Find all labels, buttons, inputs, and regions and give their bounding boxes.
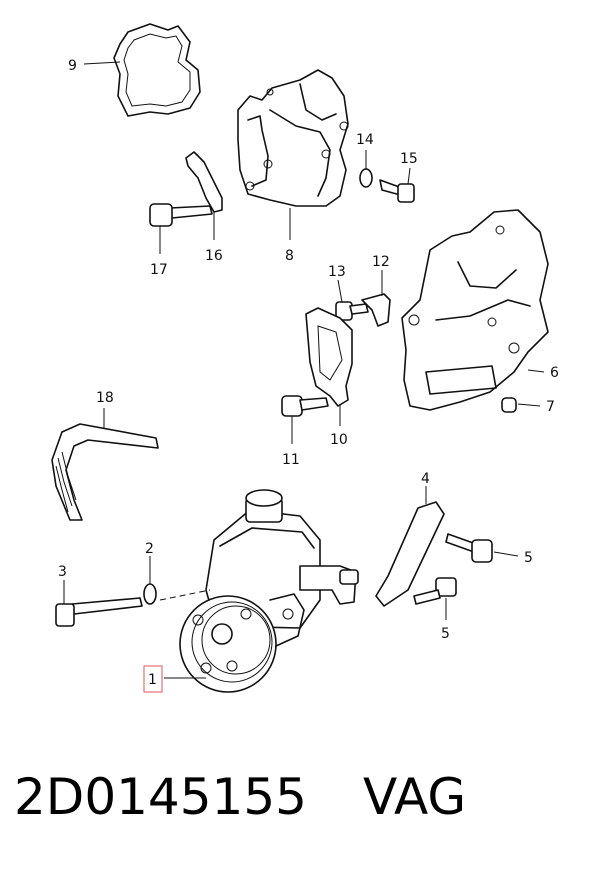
bolt-part-5a	[445, 533, 493, 563]
bolt-part-13	[335, 301, 369, 321]
callout-5b: 5	[441, 626, 450, 642]
callout-2: 2	[145, 541, 154, 557]
bracket-part-6	[401, 209, 549, 411]
belt-part-18	[51, 423, 159, 521]
sleeve-part-7	[501, 397, 517, 413]
bolt-part-15	[379, 179, 415, 203]
callout-5a: 5	[524, 550, 533, 566]
leader-lines	[63, 61, 545, 679]
callouts: 1 2 3 4 5 5 6 7 8 9 10 11 12 13 14 15 16…	[58, 58, 559, 693]
callout-7: 7	[546, 399, 555, 415]
callout-1: 1	[148, 672, 157, 688]
callout-4: 4	[421, 471, 430, 487]
callout-15: 15	[400, 151, 418, 167]
callout-1-highlight-box	[143, 665, 163, 693]
washer-part-14	[359, 168, 373, 188]
bolt-part-3	[55, 597, 143, 627]
bolt-part-17	[149, 203, 213, 227]
callout-14: 14	[356, 132, 374, 148]
callout-13: 13	[328, 264, 346, 280]
footer: 2D0145155 VAG	[14, 768, 594, 838]
pump-part-1	[179, 489, 359, 693]
tab-part-12	[361, 293, 391, 327]
strap-part-16	[185, 151, 223, 213]
callout-16: 16	[205, 248, 223, 264]
bolt-part-5b	[413, 577, 457, 605]
exploded-parts-diagram: 1 2 3 4 5 5 6 7 8 9 10 11 12 13 14 15 16…	[51, 23, 559, 693]
callout-3: 3	[58, 564, 67, 580]
callout-9: 9	[68, 58, 77, 74]
callout-12: 12	[372, 254, 390, 270]
brand-name: VAG	[363, 768, 467, 826]
callout-18: 18	[96, 390, 114, 406]
part-number: 2D0145155	[14, 768, 307, 826]
callout-10: 10	[330, 432, 348, 448]
bracket-part-8	[237, 69, 349, 207]
callout-8: 8	[285, 248, 294, 264]
bolt-part-11	[281, 395, 329, 417]
callout-6: 6	[550, 365, 559, 381]
strip-part-4	[375, 501, 445, 607]
washer-part-2	[143, 583, 157, 605]
callout-17: 17	[150, 262, 168, 278]
callout-11: 11	[282, 452, 300, 468]
gasket-part-10	[305, 307, 353, 407]
gasket-part-9	[113, 23, 201, 117]
